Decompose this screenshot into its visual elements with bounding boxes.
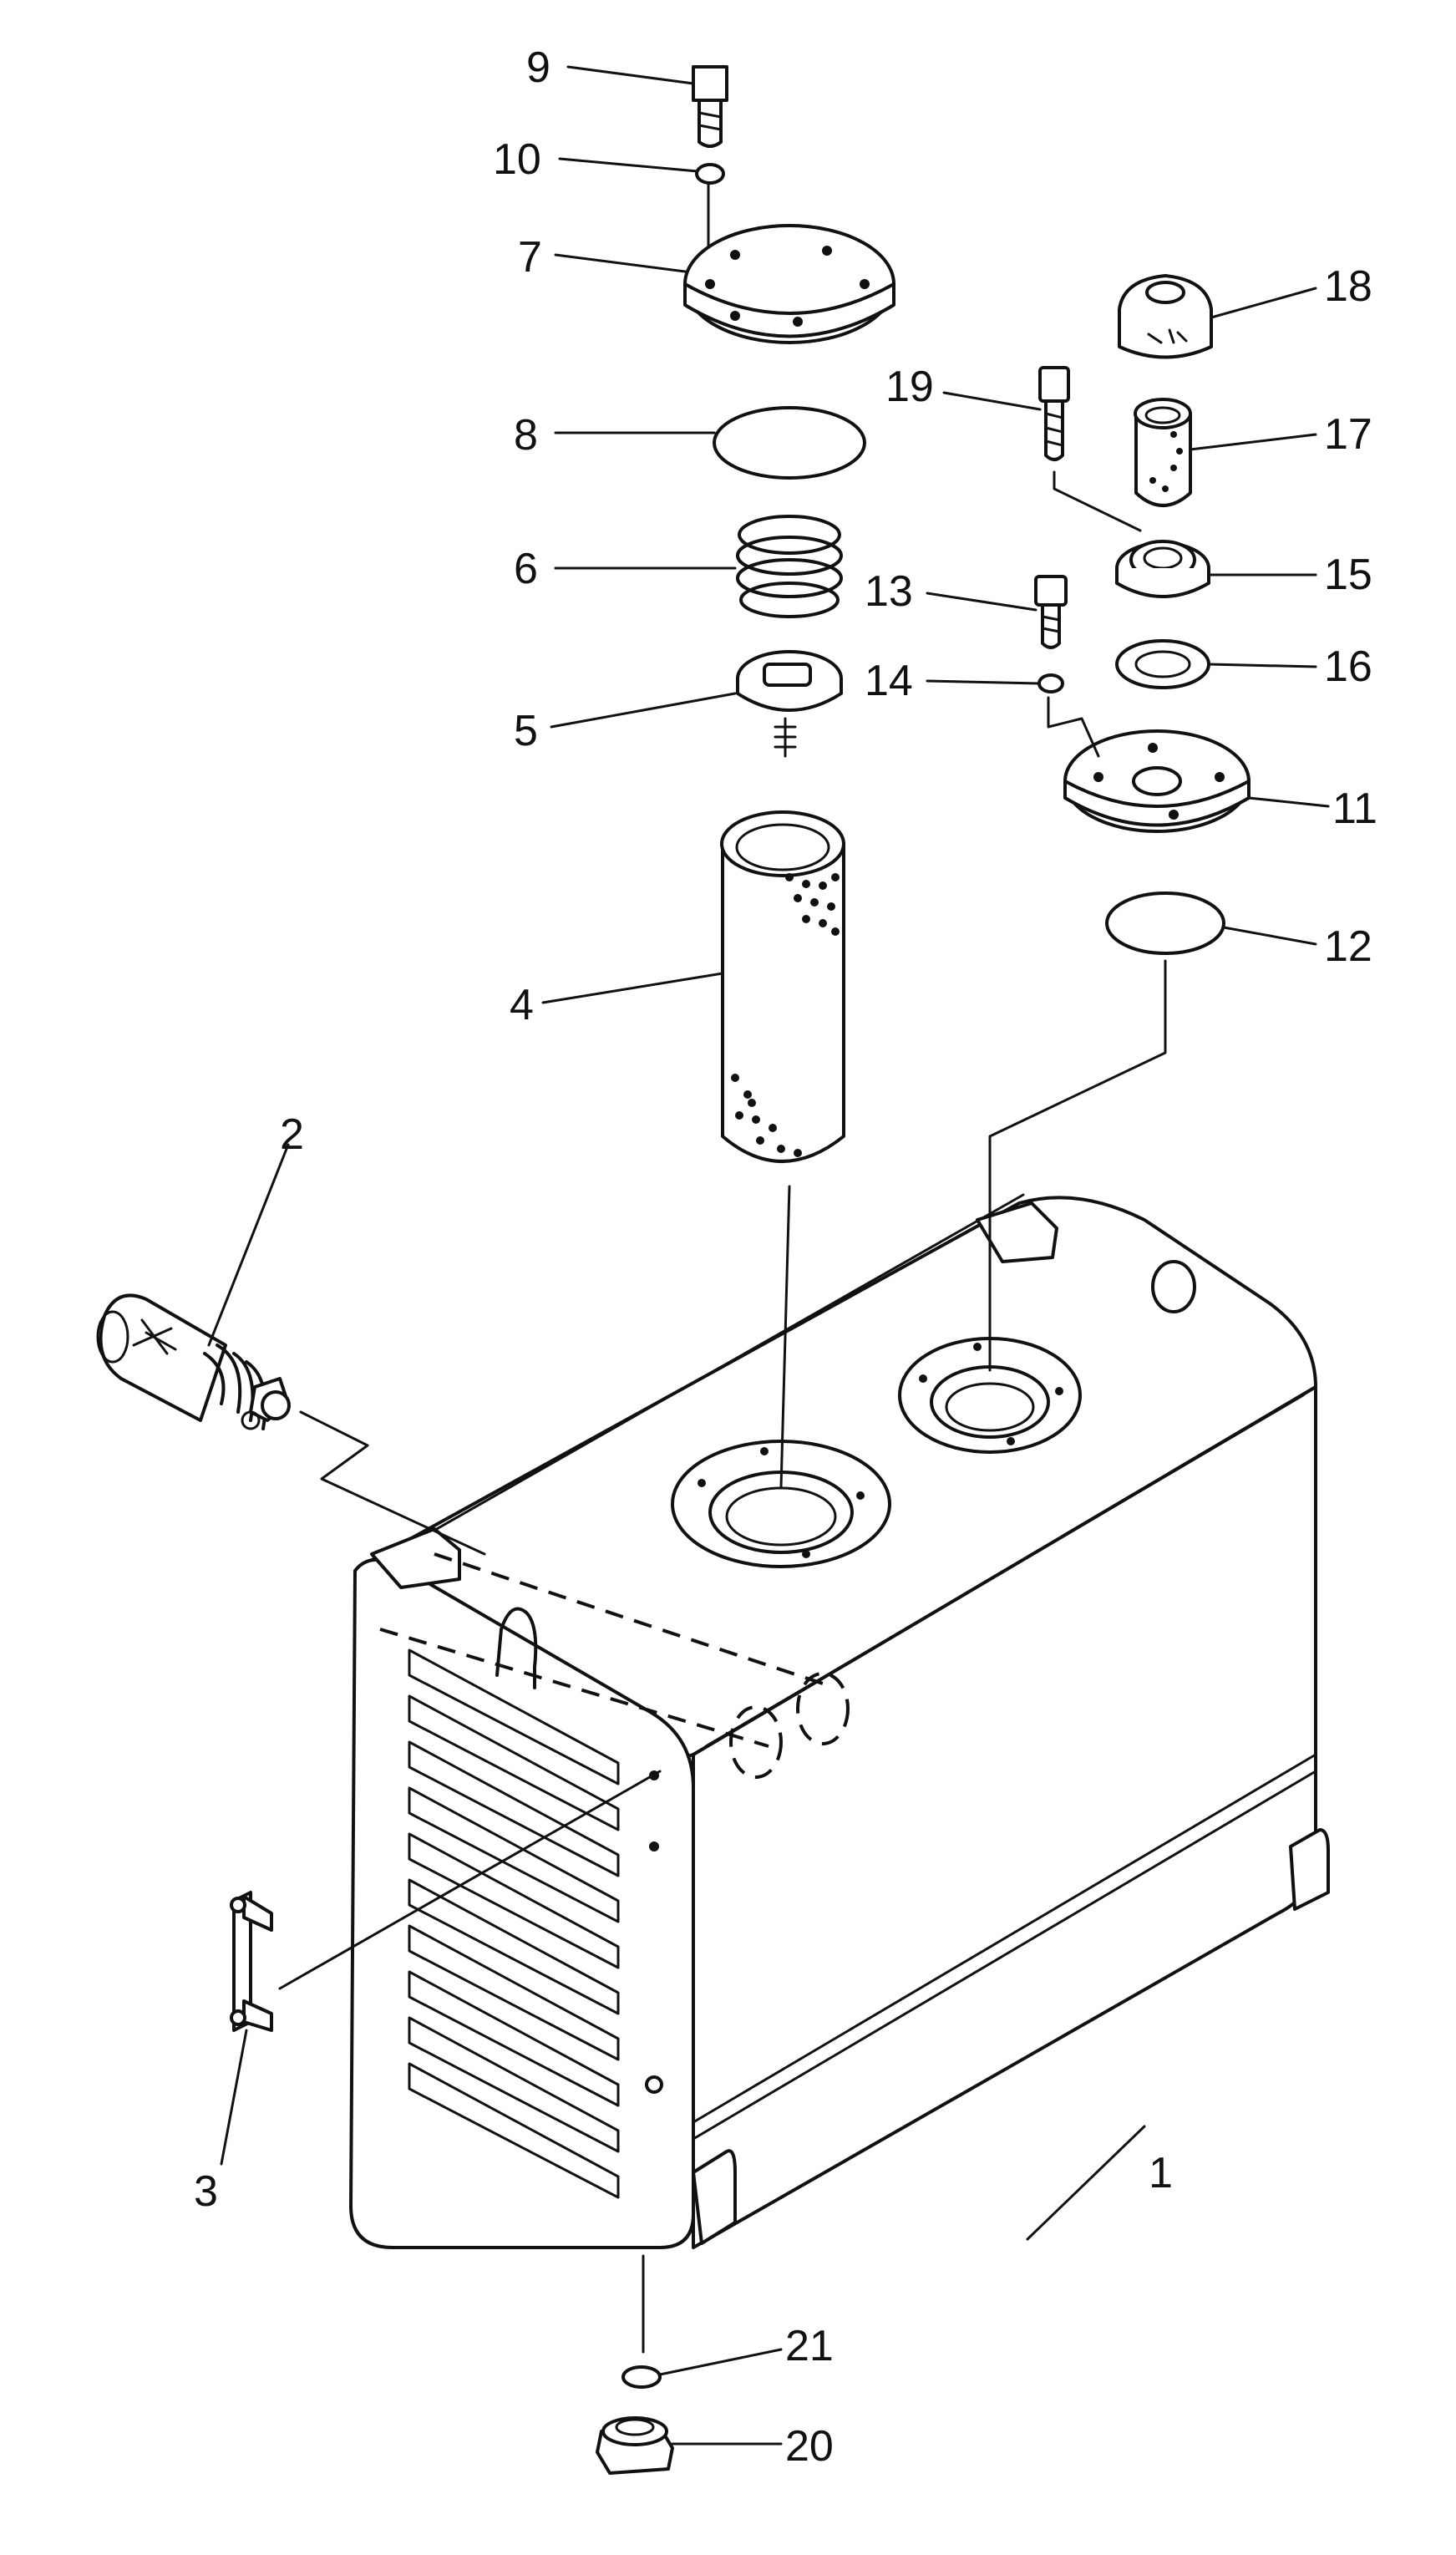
washer-14 — [1037, 673, 1064, 693]
callout-2: 2 — [280, 1110, 304, 1159]
gasket-16 — [1115, 639, 1210, 689]
callout-15: 15 — [1324, 551, 1372, 599]
filter-element — [720, 810, 845, 1489]
callout-9: 9 — [526, 43, 550, 92]
suction-strainer — [96, 1293, 486, 1556]
spring — [736, 515, 843, 618]
bolt-9 — [692, 65, 728, 148]
front-louvers — [408, 1648, 620, 2199]
o-ring-12 — [1105, 891, 1225, 955]
o-ring-8 — [713, 406, 866, 480]
cover-plate — [1063, 729, 1251, 833]
callout-4: 4 — [510, 981, 534, 1029]
bolt-13 — [1034, 575, 1068, 649]
callout-5: 5 — [514, 707, 538, 755]
leader-14 — [1047, 696, 1100, 758]
callout-6: 6 — [514, 545, 538, 593]
breather-cap — [1118, 274, 1213, 359]
callout-7: 7 — [518, 233, 542, 282]
callout-11: 11 — [1332, 785, 1377, 833]
leader-12 — [988, 959, 1167, 1372]
hydraulic-tank — [349, 1193, 1330, 2249]
sight-gauge — [230, 1770, 662, 2032]
callout-21: 21 — [785, 2322, 834, 2370]
cover — [683, 174, 895, 344]
callout-18: 18 — [1324, 262, 1372, 311]
breather-element — [1134, 398, 1192, 507]
breather-base — [1115, 540, 1210, 598]
callout-16: 16 — [1324, 643, 1372, 691]
callout-12: 12 — [1324, 922, 1372, 971]
callout-14: 14 — [865, 657, 913, 705]
callout-19: 19 — [885, 363, 934, 411]
callout-leaders — [207, 65, 1330, 2446]
callout-20: 20 — [785, 2422, 834, 2471]
callout-3: 3 — [194, 2167, 218, 2216]
drain-plug — [596, 2416, 674, 2475]
callout-13: 13 — [865, 567, 913, 616]
o-ring-21 — [621, 2365, 662, 2389]
washer-10 — [695, 163, 725, 185]
callout-labels: 1 2 3 4 5 6 7 8 9 10 11 12 13 14 15 16 1… — [194, 43, 1377, 2471]
callout-8: 8 — [514, 411, 538, 460]
bolt-19 — [1038, 366, 1142, 532]
bypass-valve — [736, 650, 843, 758]
callout-1: 1 — [1149, 2149, 1173, 2197]
callout-17: 17 — [1324, 410, 1372, 459]
callout-10: 10 — [493, 135, 541, 184]
